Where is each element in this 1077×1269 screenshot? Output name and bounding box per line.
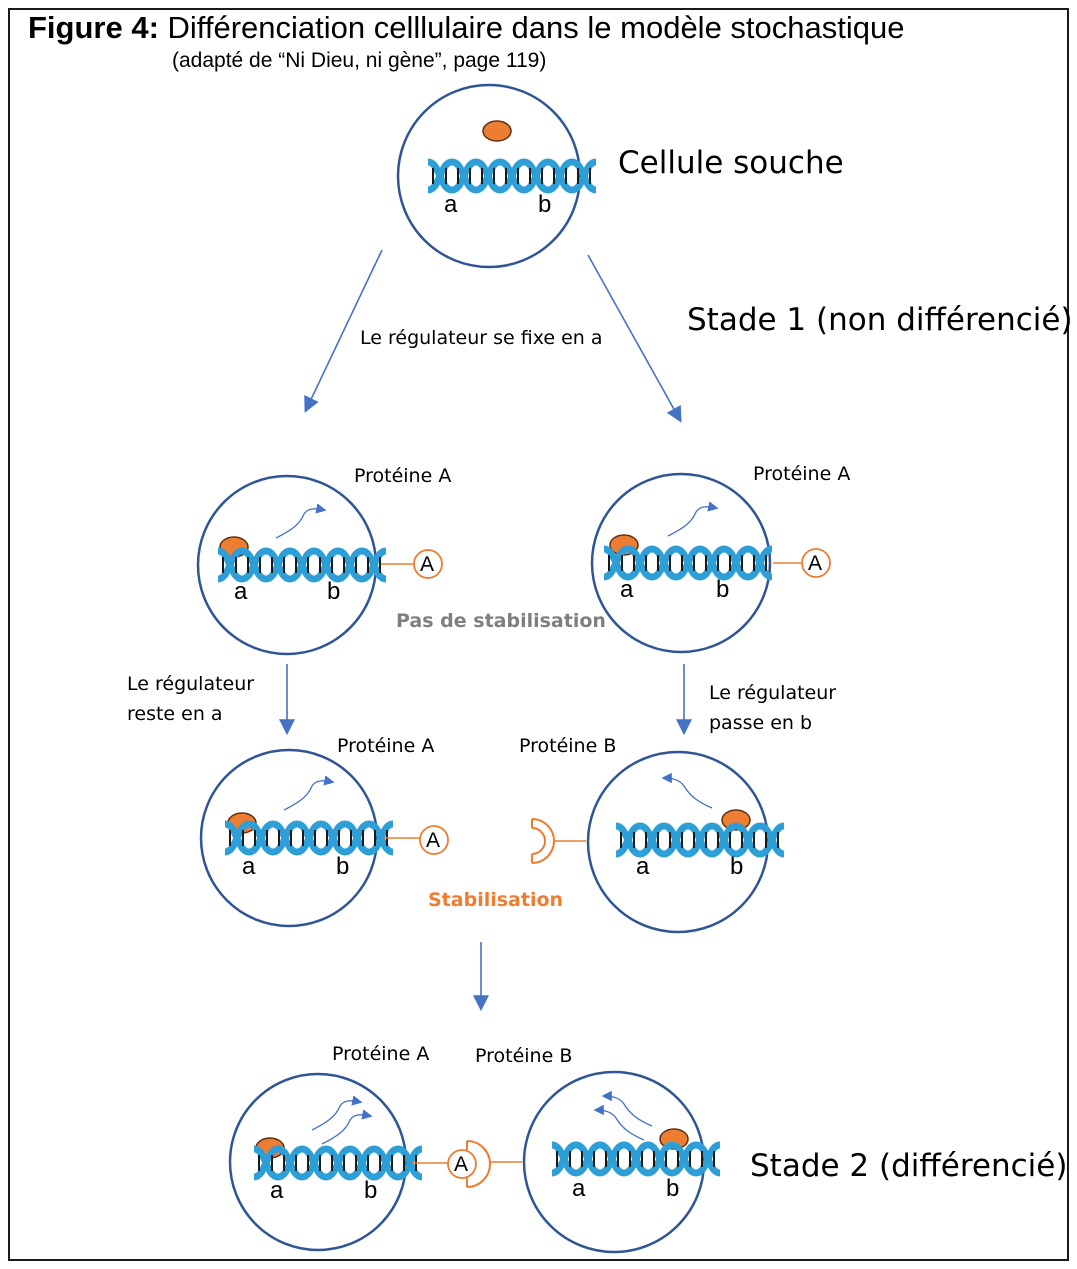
regulator-stays-line1: Le régulateur [127, 673, 254, 695]
figure-header: Figure 4: Différenciation celllulaire da… [28, 10, 904, 74]
arrow-right [587, 254, 682, 423]
figure-subtitle: (adapté de “Ni Dieu, ni gène”, page 119) [172, 49, 547, 72]
regulator-fixes-label: Le régulateur se fixe en a [360, 327, 603, 349]
protein-a-label-3: Protéine A [337, 735, 434, 757]
stage1-label: Stade 1 (non différencié) [687, 302, 1073, 338]
svg-text:A: A [454, 1153, 468, 1176]
transcription-arrow [311, 1095, 363, 1131]
middle-right-cell: a b [586, 750, 784, 934]
bottom-right-cell: a b [522, 1070, 720, 1254]
gene-b-label: b [716, 576, 729, 603]
gene-b-label: b [730, 853, 743, 880]
svg-text:A: A [808, 552, 822, 575]
transcription-arrow [275, 503, 327, 539]
transcription-arrow [593, 1104, 645, 1141]
protein-b-label-1: Protéine B [519, 735, 616, 757]
protein-a-icon: A [419, 825, 449, 855]
gene-a-label: a [234, 578, 248, 605]
gene-a-label: a [444, 191, 458, 218]
protein-a-icon: A [413, 549, 443, 579]
svg-text:A: A [420, 553, 434, 576]
protein-b-label-2: Protéine B [475, 1045, 572, 1067]
bottom-left-cell: a b [228, 1072, 422, 1252]
gene-b-label: b [538, 191, 551, 218]
protein-b-icon [531, 818, 586, 864]
middle-left-cell: a b [199, 748, 393, 928]
figure-title: Figure 4: Différenciation celllulaire da… [28, 10, 904, 46]
stage1-left-cell: a b [196, 474, 386, 656]
stem-cell: a b [396, 83, 596, 269]
stage1-right-cell: a b [590, 472, 772, 654]
arrow-left [304, 249, 383, 413]
gene-a-label: a [636, 853, 650, 880]
svg-text:A: A [426, 829, 440, 852]
gene-b-label: b [336, 853, 349, 880]
regulator-icon [482, 120, 512, 142]
no-stabilisation-label: Pas de stabilisation [396, 610, 606, 632]
gene-b-label: b [666, 1175, 679, 1202]
figure-title-text: Différenciation celllulaire dans le modè… [158, 10, 905, 45]
stage2-label: Stade 2 (différencié) [750, 1148, 1067, 1184]
regulator-moves-line2: passe en b [709, 712, 812, 734]
gene-a-label: a [242, 853, 256, 880]
gene-a-label: a [572, 1175, 586, 1202]
transcription-arrow [283, 775, 335, 811]
figure-title-bold: Figure 4: [28, 10, 159, 45]
protein-a-icon: A [801, 548, 831, 578]
transcription-arrow [601, 1090, 653, 1127]
protein-ab-complex-icon: A [447, 1140, 522, 1188]
stem-cell-label: Cellule souche [618, 145, 844, 181]
gene-b-label: b [327, 578, 340, 605]
stabilisation-label: Stabilisation [428, 889, 563, 911]
transcription-arrow [321, 1109, 373, 1145]
gene-a-label: a [620, 576, 634, 603]
regulator-icon [721, 809, 751, 831]
regulator-moves-line1: Le régulateur [709, 682, 836, 704]
gene-a-label: a [270, 1177, 284, 1204]
transcription-arrow [661, 772, 713, 809]
gene-b-label: b [364, 1177, 377, 1204]
regulator-stays-line2: reste en a [127, 703, 223, 725]
protein-a-label-1: Protéine A [354, 465, 451, 487]
protein-a-label-4: Protéine A [332, 1043, 429, 1065]
transcription-arrow [667, 501, 719, 537]
protein-a-label-2: Protéine A [753, 463, 850, 485]
